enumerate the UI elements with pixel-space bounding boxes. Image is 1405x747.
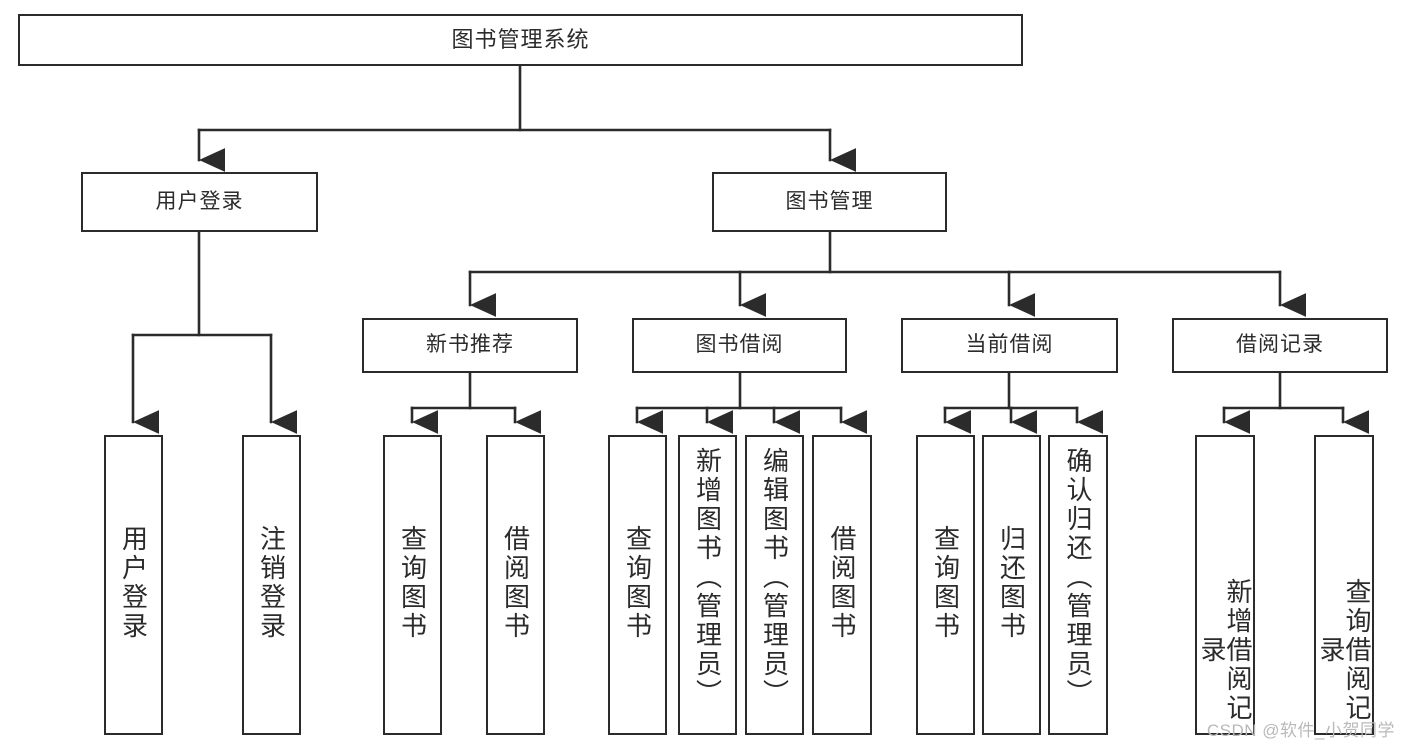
node-label: 注销登录 <box>256 525 287 641</box>
node-label: 归还图书 <box>996 525 1027 641</box>
leaf-recommend-query-book[interactable]: 查询图书 <box>383 435 442 735</box>
leaf-borrow-add-book-admin[interactable]: 新增图书（管理员） <box>678 435 737 735</box>
leaf-borrow-edit-book-admin[interactable]: 编辑图书（管理员） <box>745 435 804 735</box>
node-label: 图书管理 <box>785 189 874 213</box>
node-current-borrow[interactable]: 当前借阅 <box>901 318 1118 373</box>
node-label: 查询图书 <box>930 525 961 641</box>
node-label: 新书推荐 <box>426 333 514 357</box>
leaf-current-confirm-return-admin[interactable]: 确认归还（管理员） <box>1048 435 1108 735</box>
csdn-watermark: CSDN @软件_小贺同学 <box>1206 721 1395 740</box>
leaf-user-login-logout[interactable]: 注销登录 <box>242 435 301 735</box>
node-label: 借阅图书 <box>827 525 857 641</box>
node-user-login[interactable]: 用户登录 <box>81 172 318 232</box>
node-label: 借阅记录 <box>1236 333 1324 357</box>
leaf-recommend-borrow-book[interactable]: 借阅图书 <box>486 435 545 735</box>
node-label: 借阅图书 <box>500 525 531 641</box>
node-label: 编辑图书（管理员） <box>759 447 790 708</box>
node-label: 查询图书 <box>397 525 428 641</box>
leaf-current-query-book[interactable]: 查询图书 <box>916 435 975 735</box>
leaf-user-login-login[interactable]: 用户登录 <box>104 435 163 735</box>
node-label: 查询图书 <box>622 525 653 641</box>
node-book-borrow[interactable]: 图书借阅 <box>632 318 847 373</box>
node-label: 图书管理系统 <box>451 27 590 53</box>
leaf-borrow-query-book[interactable]: 查询图书 <box>608 435 667 735</box>
leaf-current-return-book[interactable]: 归还图书 <box>982 435 1041 735</box>
node-label: 新增图书（管理员） <box>692 447 723 708</box>
node-label: 查询借阅记录 <box>1316 577 1372 723</box>
leaf-borrow-borrow-book[interactable]: 借阅图书 <box>812 435 872 735</box>
node-label: 当前借阅 <box>965 333 1054 357</box>
node-borrow-record[interactable]: 借阅记录 <box>1172 318 1388 373</box>
node-label: 图书借阅 <box>695 333 784 357</box>
node-new-book-recommend[interactable]: 新书推荐 <box>362 318 578 373</box>
leaf-record-add-borrow-record[interactable]: 新增借阅记录 <box>1195 435 1255 735</box>
node-book-management[interactable]: 图书管理 <box>712 172 947 232</box>
node-root-book-management-system[interactable]: 图书管理系统 <box>18 14 1023 66</box>
node-label: 用户登录 <box>118 525 149 641</box>
node-label: 用户登录 <box>155 189 244 213</box>
node-label: 确认归还（管理员） <box>1063 447 1093 708</box>
leaf-record-query-borrow-record[interactable]: 查询借阅记录 <box>1314 435 1374 735</box>
node-label: 新增借阅记录 <box>1197 577 1253 723</box>
